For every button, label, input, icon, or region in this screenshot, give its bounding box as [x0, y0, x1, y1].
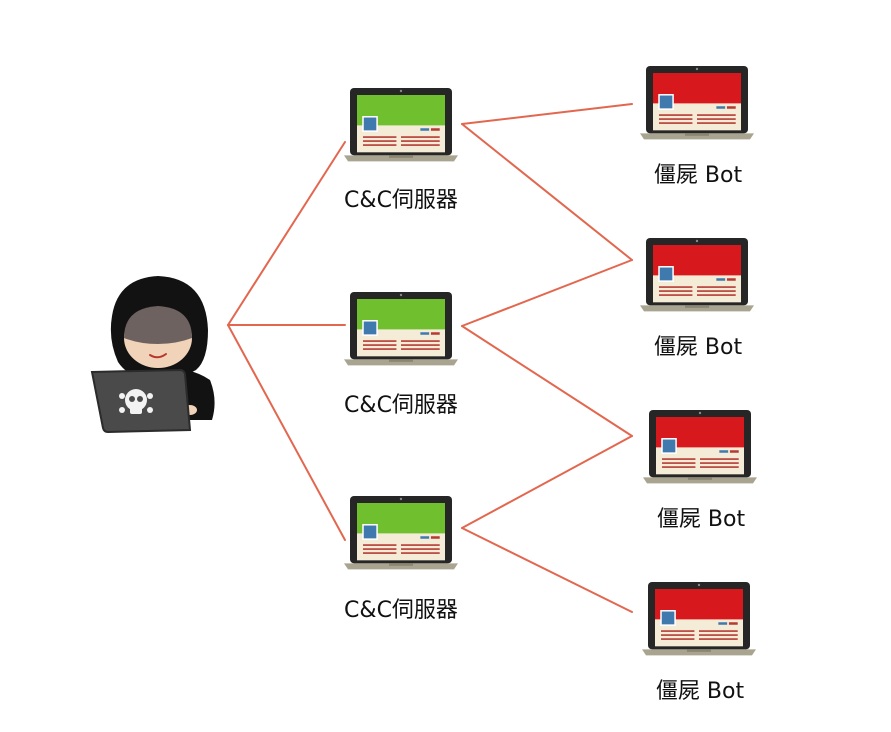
connector-line-1: [227, 141, 346, 326]
server-laptop-icon-1: [344, 88, 458, 162]
connectors: [227, 103, 633, 613]
server-label-2: C&C伺服器: [344, 393, 458, 418]
attacker-laptop-icon: [90, 368, 192, 434]
bot-nodes: [640, 66, 757, 656]
server-label-1: C&C伺服器: [344, 188, 458, 213]
bot-label-3: 僵屍 Bot: [656, 507, 746, 532]
server-label-3: C&C伺服器: [344, 598, 458, 623]
connector-line-7: [461, 325, 633, 437]
server-laptop-icon-2: [344, 292, 458, 366]
bot-laptop-icon-3: [643, 410, 757, 484]
connector-line-9: [461, 527, 633, 613]
bot-label-1: 僵屍 Bot: [653, 163, 743, 188]
connector-line-6: [461, 259, 633, 327]
bot-label-4: 僵屍 Bot: [655, 679, 745, 704]
connector-line-3: [227, 324, 346, 541]
bot-laptop-icon-2: [640, 238, 754, 312]
bot-laptop-icon-4: [642, 582, 756, 656]
server-laptop-icon-3: [344, 496, 458, 570]
connector-line-5: [461, 123, 633, 261]
connector-line-4: [461, 103, 633, 125]
attacker-node: [90, 276, 215, 434]
server-nodes: [344, 88, 458, 570]
connector-line-8: [461, 435, 633, 529]
bot-label-2: 僵屍 Bot: [653, 335, 743, 360]
skull-icon: [119, 389, 153, 414]
bot-laptop-icon-1: [640, 66, 754, 140]
